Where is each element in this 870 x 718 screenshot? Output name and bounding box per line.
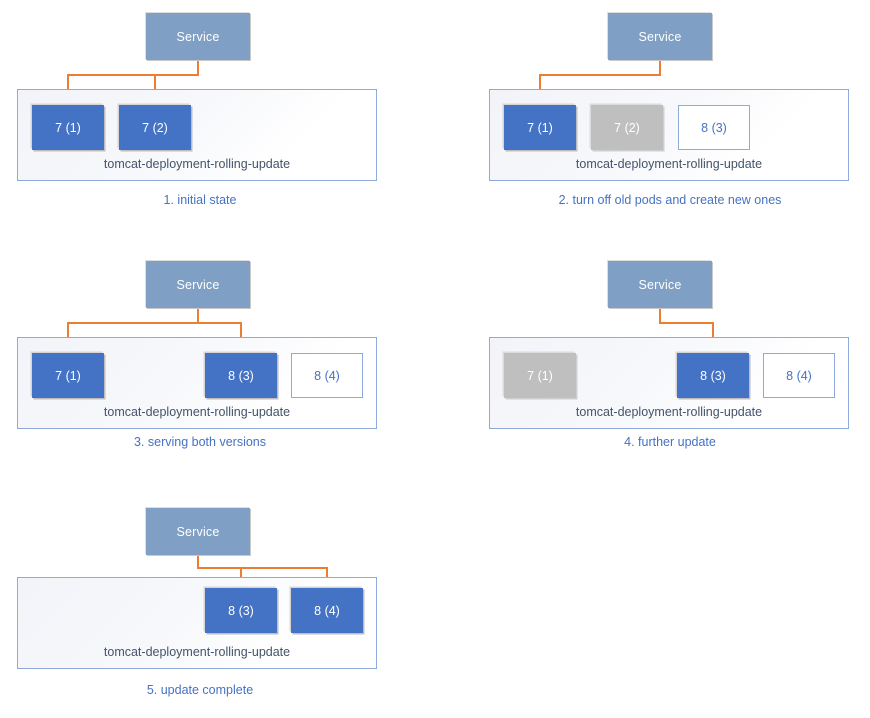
service-box: Service bbox=[146, 508, 250, 555]
pod-8-3: 8 (3) bbox=[205, 353, 277, 398]
panel-caption: 5. update complete bbox=[146, 683, 254, 697]
service-box: Service bbox=[608, 261, 712, 308]
pod-label: 8 (3) bbox=[228, 368, 254, 383]
deployment-name-label: tomcat-deployment-rolling-update bbox=[575, 405, 763, 419]
pod-label: 8 (3) bbox=[701, 120, 727, 135]
service-box: Service bbox=[146, 13, 250, 60]
panel-initial-state: Service tomcat-deployment-rolling-update… bbox=[0, 0, 400, 215]
pod-label: 8 (4) bbox=[786, 368, 812, 383]
deployment-name-label: tomcat-deployment-rolling-update bbox=[103, 157, 291, 171]
service-label: Service bbox=[638, 29, 682, 44]
panel-serving-both-versions: Service tomcat-deployment-rolling-update… bbox=[0, 248, 400, 463]
deployment-name-label: tomcat-deployment-rolling-update bbox=[103, 405, 291, 419]
service-box: Service bbox=[608, 13, 712, 60]
service-label: Service bbox=[638, 277, 682, 292]
pod-7-1: 7 (1) bbox=[32, 353, 104, 398]
panel-caption: 2. turn off old pods and create new ones bbox=[558, 193, 782, 207]
pod-label: 7 (1) bbox=[55, 368, 81, 383]
pod-label: 7 (1) bbox=[527, 368, 553, 383]
panel-turn-off-old-pods: Service tomcat-deployment-rolling-update… bbox=[470, 0, 870, 215]
pod-8-3: 8 (3) bbox=[677, 353, 749, 398]
deployment-name-label: tomcat-deployment-rolling-update bbox=[103, 645, 291, 659]
panel-caption: 1. initial state bbox=[163, 193, 237, 207]
pod-label: 8 (4) bbox=[314, 603, 340, 618]
panel-caption: 4. further update bbox=[624, 435, 716, 449]
pod-label: 8 (4) bbox=[314, 368, 340, 383]
pod-8-3: 8 (3) bbox=[205, 588, 277, 633]
panel-further-update: Service tomcat-deployment-rolling-update… bbox=[470, 248, 870, 463]
panel-caption: 3. serving both versions bbox=[133, 435, 266, 449]
service-box: Service bbox=[146, 261, 250, 308]
pod-8-4: 8 (4) bbox=[291, 353, 363, 398]
pod-7-2: 7 (2) bbox=[591, 105, 663, 150]
pod-label: 8 (3) bbox=[700, 368, 726, 383]
pod-8-3: 8 (3) bbox=[678, 105, 750, 150]
pod-7-1: 7 (1) bbox=[504, 105, 576, 150]
service-label: Service bbox=[176, 29, 220, 44]
pod-label: 7 (1) bbox=[55, 120, 81, 135]
panel-update-complete: Service tomcat-deployment-rolling-update… bbox=[0, 495, 400, 710]
pod-label: 8 (3) bbox=[228, 603, 254, 618]
pod-label: 7 (2) bbox=[142, 120, 168, 135]
pod-label: 7 (2) bbox=[614, 120, 640, 135]
pod-7-1: 7 (1) bbox=[32, 105, 104, 150]
service-label: Service bbox=[176, 524, 220, 539]
pod-8-4: 8 (4) bbox=[291, 588, 363, 633]
pod-8-4: 8 (4) bbox=[763, 353, 835, 398]
deployment-name-label: tomcat-deployment-rolling-update bbox=[575, 157, 763, 171]
pod-label: 7 (1) bbox=[527, 120, 553, 135]
service-label: Service bbox=[176, 277, 220, 292]
pod-7-2: 7 (2) bbox=[119, 105, 191, 150]
pod-7-1: 7 (1) bbox=[504, 353, 576, 398]
